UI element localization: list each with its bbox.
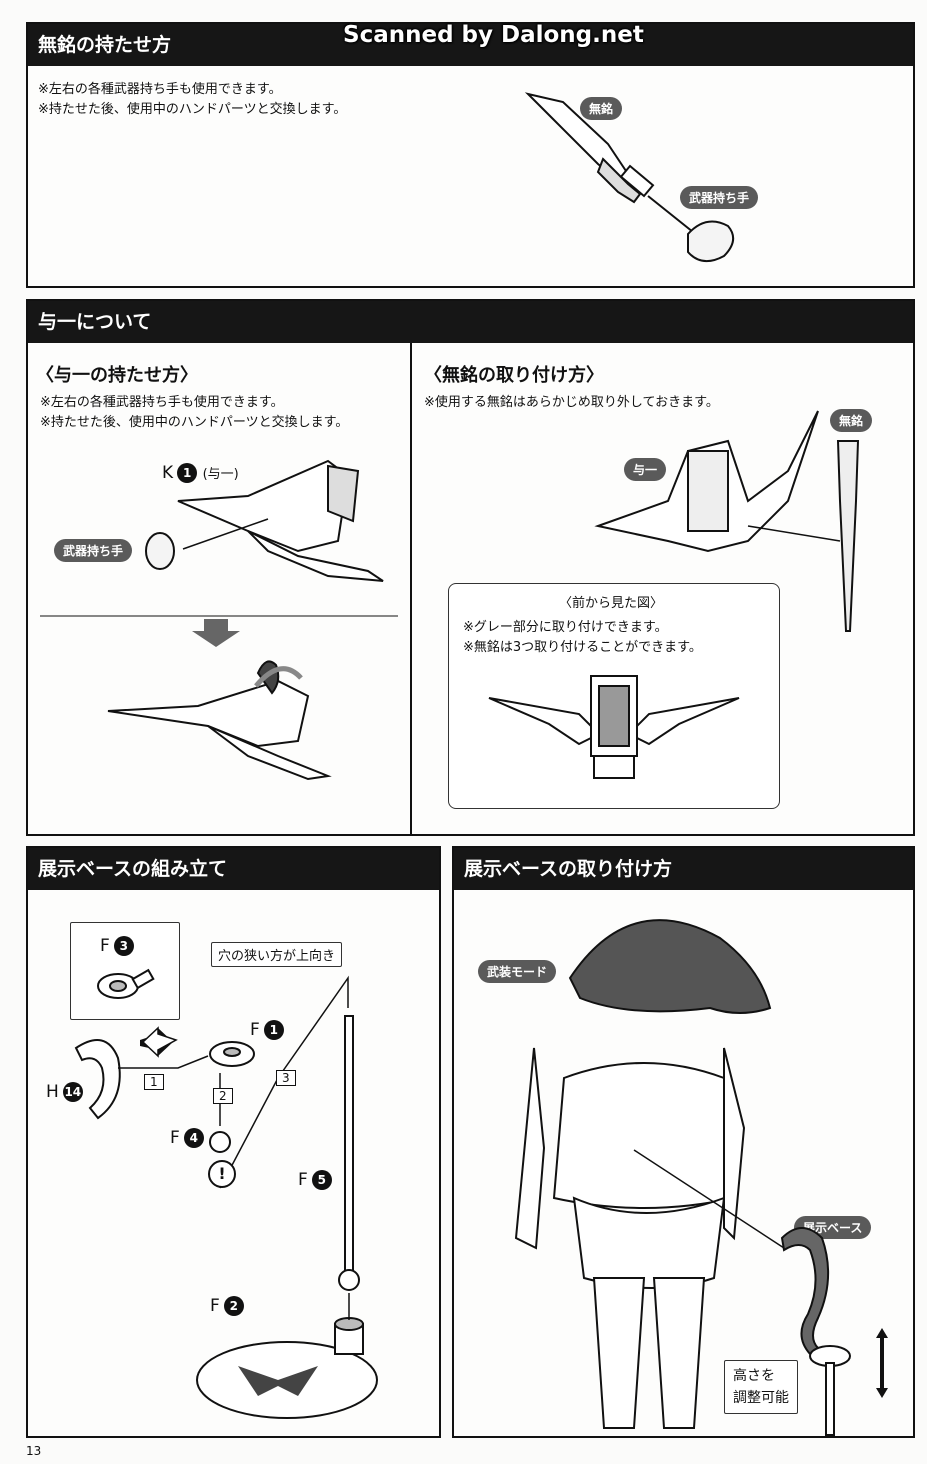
note-remove-mumei: ※使用する無銘はあらかじめ取り外しておきます。 [424,395,719,410]
yoichi-illustration-top [40,459,398,781]
tag-mumei: 無銘 [580,97,623,120]
note-line-2: ※持たせた後、使用中のハンドパーツと交換します。 [38,102,347,117]
page-number: 13 [26,1444,42,1458]
tag-weapon-hand: 武器持ち手 [680,186,759,209]
step-2: 2 [213,1088,233,1104]
figure-back-illustration [514,919,888,1436]
section-yoichi: 与一について 〈与一の持たせ方〉 ※左右の各種武器持ち手も使用できます。 ※持た… [26,299,915,836]
step-1: 1 [144,1074,164,1090]
tag-armed-mode: 武装モード [478,960,557,983]
subtitle-holding-yoichi: 〈与一の持たせ方〉 [36,365,198,386]
column-divider [410,343,412,836]
watermark: Scanned by Dalong.net [343,22,644,48]
note-line-2: ※持たせた後、使用中のハンドパーツと交換します。 [40,415,349,430]
subtitle-attach-mumei: 〈無銘の取り付け方〉 [424,365,604,386]
direction-note-box: 穴の狭い方が上向き [211,942,343,967]
height-adjust-box: 高さを 調整可能 [724,1360,798,1414]
note-line-1: ※左右の各種武器持ち手も使用できます。 [38,82,282,97]
callout-note-2: ※無銘は3つ取り付けることができます。 [463,640,702,655]
mumei-blade-illustration [524,92,735,263]
section-holding-mumei: 無銘の持たせ方 ※左右の各種武器持ち手も使用できます。 ※持たせた後、使用中のハ… [26,22,915,288]
tag-yoichi: 与一 [624,458,667,481]
tag-mumei: 無銘 [830,409,873,432]
section-base-attachment: 展示ベースの取り付け方 武装モード 展示ベース 高さを 調整可能 [452,846,915,1438]
base-assembly-illustration [74,968,378,1419]
tag-weapon-hand: 武器持ち手 [54,539,133,562]
section-title: 無銘の持たせ方 [28,24,913,66]
front-view-illustration [488,675,740,779]
note-line-1: ※左右の各種武器持ち手も使用できます。 [40,395,284,410]
callout-title: 〈前から見た図〉 [559,596,664,611]
section-title: 展示ベースの組み立て [28,848,439,890]
section-title: 与一について [28,301,913,343]
warning-icon: ! [208,1160,236,1188]
yoichi-mumei-illustration [594,410,860,632]
front-view-callout: 〈前から見た図〉 ※グレー部分に取り付けできます。 ※無銘は3つ取り付けることが… [448,583,780,809]
callout-note-1: ※グレー部分に取り付けできます。 [463,620,668,635]
section-title: 展示ベースの取り付け方 [454,848,913,890]
step-3: 3 [276,1070,296,1086]
